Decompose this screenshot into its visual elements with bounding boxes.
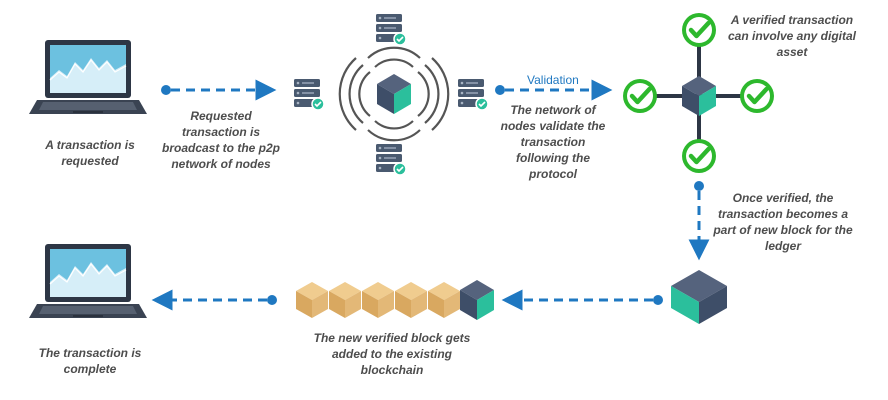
cube-icon [377,74,411,114]
arrow-complete [151,289,277,311]
chain-block-icon [362,282,394,318]
server-icon [375,13,407,46]
signal-waves-icon [338,46,450,142]
check-icon [623,79,657,113]
caption-validate: The network of nodes validate the transa… [500,103,606,181]
caption-requested: A transaction is requested [45,138,135,168]
chain-block-icon [395,282,427,318]
caption-verified-asset: A verified transaction can involve any d… [727,13,857,59]
chain-block-icon [296,282,328,318]
blockchain [296,280,494,320]
arrow-add-to-chain [501,289,663,311]
cube-icon [460,280,494,320]
validation-label: Validation [527,73,579,87]
node-network [293,13,489,176]
caption-broadcast: Requested transaction is broadcast to th… [162,109,281,171]
new-block-cube-icon [671,270,727,324]
laptop-icon [28,243,148,319]
cube-icon [682,76,716,116]
arrow-new-block [688,181,710,261]
server-icon [293,78,325,111]
check-icon [740,79,774,113]
arrow-broadcast [161,79,277,101]
laptop-icon [28,39,148,115]
caption-complete: The transaction is complete [38,346,142,376]
server-icon [375,143,407,176]
chain-block-icon [428,282,460,318]
verification-hub [623,13,774,173]
check-icon [682,13,716,47]
caption-added: The new verified block gets added to the… [313,331,471,377]
chain-block-icon [329,282,361,318]
check-icon [682,139,716,173]
caption-new-block: Once verified, the transaction becomes a… [713,191,853,253]
server-icon [457,78,489,111]
arrow-validation [495,79,613,101]
